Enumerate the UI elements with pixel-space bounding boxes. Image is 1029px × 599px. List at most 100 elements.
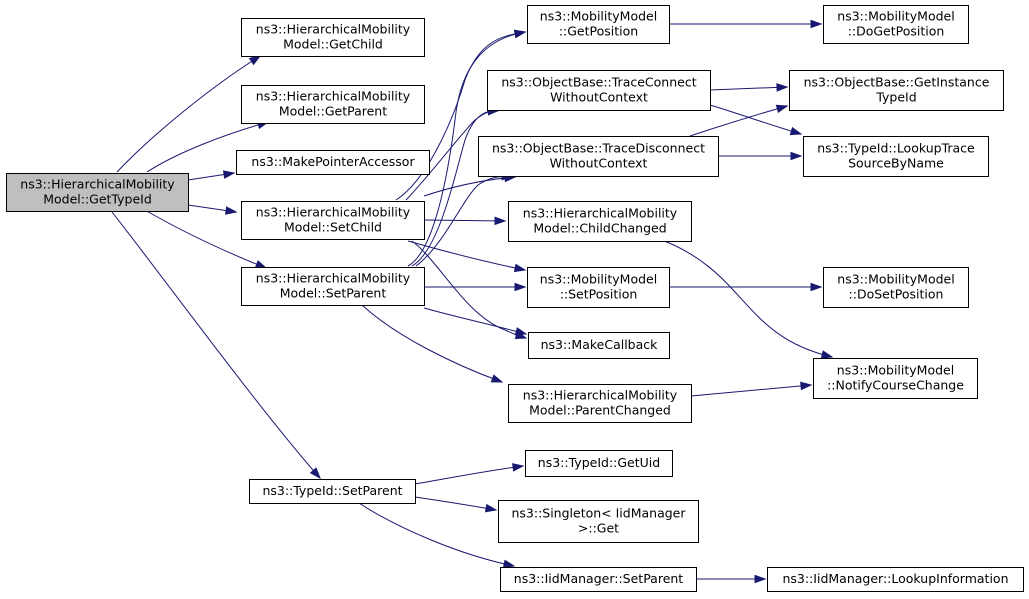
node-makecallback[interactable]: ns3::MakeCallback (528, 332, 670, 359)
edge-setparent_h-to-getposition (407, 29, 527, 267)
node-setparent_h[interactable]: ns3::HierarchicalMobilityModel::SetParen… (241, 267, 425, 306)
edge-setchild-to-setposition (407, 240, 527, 273)
node-label-line: ns3::ObjectBase::GetInstance (804, 75, 990, 90)
node-box (236, 150, 430, 175)
edge-line (361, 304, 503, 383)
node-label-line: ::DoSetPosition (849, 287, 944, 302)
node-tracedisconnect[interactable]: ns3::ObjectBase::TraceDisconnectWithoutC… (478, 136, 719, 177)
node-box (487, 70, 711, 111)
node-label-line: ns3::HierarchicalMobility (256, 205, 411, 220)
edge-line (423, 176, 516, 197)
node-box (241, 18, 425, 57)
node-box (508, 201, 692, 242)
edge-traceconnect-to-lookuptrace (709, 104, 803, 136)
node-label-line: TypeId (875, 90, 916, 105)
node-label-line: ::NotifyCourseChange (827, 378, 964, 393)
edge-childchanged-to-notifycoursechange (661, 239, 834, 359)
node-label-line: ns3::ObjectBase::TraceConnect (501, 75, 696, 90)
node-box (498, 500, 699, 543)
node-gettypeid[interactable]: ns3::HierarchicalMobilityModel::GetTypeI… (6, 173, 189, 212)
node-box (249, 479, 416, 504)
node-getposition[interactable]: ns3::MobilityModel::GetPosition (527, 5, 670, 44)
node-label-line: Model::GetParent (279, 104, 387, 119)
arrowhead-icon (309, 467, 321, 480)
edge-line (690, 384, 812, 397)
node-label-line: ns3::MobilityModel (837, 272, 954, 287)
arrowhead-icon (775, 104, 789, 114)
node-box (813, 358, 978, 399)
arrowhead-icon (254, 260, 268, 269)
node-box (525, 450, 673, 477)
arrowhead-icon (222, 170, 236, 179)
arrowhead-icon (484, 503, 498, 513)
node-box (823, 267, 969, 308)
node-getuid[interactable]: ns3::TypeId::GetUid (525, 450, 673, 477)
node-traceconnect[interactable]: ns3::ObjectBase::TraceConnectWithoutCont… (487, 70, 711, 111)
node-label-line: WithoutContext (550, 90, 648, 105)
node-label-line: >::Get (578, 521, 619, 536)
arrowhead-icon (820, 350, 834, 359)
node-label-line: ::GetPosition (559, 24, 638, 39)
node-label-line: Model::SetParent (280, 286, 387, 301)
edge-parentchanged-to-notifycoursechange (690, 381, 813, 397)
node-notifycoursechange[interactable]: ns3::MobilityModel::NotifyCourseChange (813, 358, 978, 399)
arrowhead-icon (514, 327, 528, 336)
node-label-line: ns3::MobilityModel (540, 272, 657, 287)
node-box (500, 567, 697, 592)
edge-line (709, 86, 788, 91)
edge-line (407, 240, 526, 271)
node-label-line: ns3::HierarchicalMobility (523, 388, 678, 403)
edge-line (423, 219, 506, 222)
edge-tracedisconnect-to-lookuptrace (718, 151, 803, 161)
arrowhead-icon (754, 574, 767, 584)
node-box (6, 173, 189, 212)
node-label-line: ns3::IidManager::SetParent (514, 571, 684, 586)
node-getparent[interactable]: ns3::HierarchicalMobilityModel::GetParen… (241, 85, 425, 124)
edge-tracedisconnect-to-getinstancetypeid (689, 104, 789, 137)
node-label-line: ns3::HierarchicalMobility (256, 22, 411, 37)
edge-gettypeid-to-setchild (187, 204, 238, 215)
edge-line (709, 104, 802, 135)
edge-line (395, 31, 526, 201)
node-parentchanged[interactable]: ns3::HierarchicalMobilityModel::ParentCh… (508, 384, 692, 423)
node-typeid_setparent[interactable]: ns3::TypeId::SetParent (249, 479, 416, 504)
node-label-line: WithoutContext (550, 156, 648, 171)
node-makepointeraccessor[interactable]: ns3::MakePointerAccessor (236, 150, 430, 175)
node-lookupinformation[interactable]: ns3::IidManager::LookupInformation (767, 567, 1024, 592)
arrowhead-icon (810, 19, 823, 29)
edge-getposition-to-dogetposition (669, 19, 823, 29)
node-box (241, 85, 425, 124)
arrowhead-icon (490, 374, 504, 383)
node-iid_setparent[interactable]: ns3::IidManager::SetParent (500, 567, 697, 592)
edge-layer (111, 19, 834, 584)
arrowhead-icon (224, 206, 238, 215)
node-label-line: SourceByName (848, 156, 944, 171)
edge-line (116, 55, 261, 173)
node-setposition[interactable]: ns3::MobilityModel::SetPosition (527, 267, 670, 308)
node-label-line: ns3::MobilityModel (837, 363, 954, 378)
edge-gettypeid-to-getchild (116, 55, 262, 173)
node-box (823, 5, 969, 44)
node-dogetposition[interactable]: ns3::MobilityModel::DoGetPosition (823, 5, 969, 44)
node-label-line: Model::GetTypeId (43, 192, 152, 207)
edge-line (407, 31, 526, 267)
node-singleton_get[interactable]: ns3::Singleton< IidManager >::Get (498, 500, 699, 543)
arrowhead-icon (494, 216, 507, 226)
node-label-line: ns3::MakePointerAccessor (251, 154, 415, 169)
node-box (528, 332, 670, 359)
node-label-line: ns3::HierarchicalMobility (20, 177, 175, 192)
edge-typeid_setparent-to-iid_setparent (358, 502, 516, 569)
edge-line (689, 105, 788, 137)
node-label-line: ns3::MakeCallback (541, 337, 659, 352)
edge-typeid_setparent-to-singleton_get (414, 496, 498, 513)
edge-setchild-to-childchanged (423, 216, 507, 226)
node-dosetposition[interactable]: ns3::MobilityModel::DoSetPosition (823, 267, 969, 308)
node-box (803, 136, 989, 177)
node-childchanged[interactable]: ns3::HierarchicalMobilityModel::ChildCha… (508, 201, 692, 242)
edge-setparent_h-to-parentchanged (361, 304, 504, 383)
arrowhead-icon (810, 282, 823, 292)
